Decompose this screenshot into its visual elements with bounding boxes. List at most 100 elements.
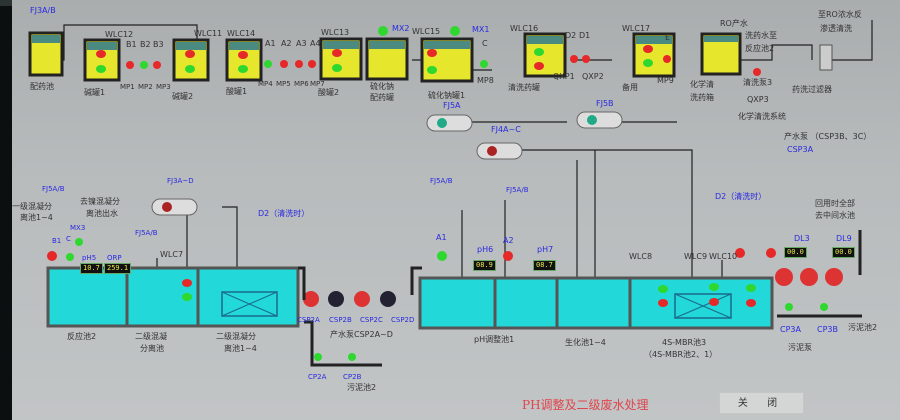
ph-pool-label: pH调整池1 <box>474 335 515 344</box>
na-peiyao-label-1: 硫化钠 <box>370 82 394 91</box>
mp6-label: MP6 <box>294 80 309 88</box>
valve-lamps-b <box>126 61 161 69</box>
mx1-label: MX1 <box>472 25 490 34</box>
dl3-label: DL3 <box>794 234 810 243</box>
wlc7-label: WLC7 <box>160 250 184 259</box>
reuse-label-2: 去中间水池 <box>815 211 855 220</box>
mp1-label: MP1 <box>120 83 135 91</box>
fj5ab-label-2: FJ5A/B <box>135 229 158 237</box>
bio-label: 生化池1~4 <box>565 338 606 347</box>
scada-screen: FJ3A/B 配药池 WLC12 B1 B2 B3 MP1 MP2 MP3 WL… <box>12 0 900 420</box>
dl3-readout: 00.0 <box>784 247 807 258</box>
mp5-label: MP5 <box>276 80 291 88</box>
mp7-label: MP7 <box>310 80 325 88</box>
a1-label: A1 <box>436 233 447 242</box>
dl9-label: DL9 <box>836 234 852 243</box>
erji2-label-2: 离池1~4 <box>224 344 257 353</box>
orp-readout: 259.1 <box>104 263 132 274</box>
qunie-label-1: 去镍混凝分 <box>80 197 120 206</box>
pool-lamps <box>47 238 776 307</box>
wlc13-label: WLC13 <box>321 28 350 37</box>
screen-title: PH调整及二级废水处理 <box>522 398 649 412</box>
jian-tank-1 <box>83 38 121 82</box>
peiyao-tank <box>28 31 64 77</box>
pipes <box>58 20 873 318</box>
ph6-label: pH6 <box>477 245 494 254</box>
ro-label-1: RO产水 <box>720 19 748 28</box>
na-peiyao-label-2: 配药罐 <box>370 93 394 102</box>
ph7-label: pH7 <box>537 245 554 254</box>
fj5ab-label-4: FJ5A/B <box>506 186 529 194</box>
chem-system-label: 化学清洗系统 <box>738 112 786 121</box>
cp2a-label: CP2A <box>308 373 327 381</box>
fj3ad-label: FJ3A~D <box>167 177 194 185</box>
beiyong-tank <box>632 32 676 78</box>
ph5-readout: 10.7 <box>80 263 103 274</box>
ro-conc-label-2: 渗透清洗 <box>820 24 852 33</box>
wlc9-label: WLC9 <box>684 252 708 261</box>
pump3-label: 清洗泵3 <box>743 78 773 87</box>
mp2-label: MP2 <box>138 83 153 91</box>
fj3-label: FJ3A/B <box>30 6 56 15</box>
fj5a-label: FJ5A <box>443 101 461 110</box>
d2-wash-label: D2（清洗时） <box>258 209 310 218</box>
a4-label: A4 <box>310 39 321 48</box>
mx2-label: MX2 <box>392 24 410 33</box>
mbr-label-1: 4S-MBR池3 <box>662 338 707 347</box>
a1-label: A1 <box>265 39 276 48</box>
erji2-label-1: 二级混凝分 <box>216 332 256 341</box>
wlc16-label: WLC16 <box>510 24 539 33</box>
suan1-label: 酸罐1 <box>226 87 248 96</box>
mp9-label: MP9 <box>657 76 674 85</box>
c-label: C <box>66 235 71 243</box>
d2-label: D2 <box>565 31 577 40</box>
ph6-readout: 08.9 <box>473 260 496 271</box>
wlc12-label: WLC12 <box>105 30 134 39</box>
csp-label: 产水泵CSP2A~D <box>330 330 393 339</box>
qingxi-label: 清洗药罐 <box>508 83 540 92</box>
csp3a-label: CSP3A <box>787 145 814 154</box>
qingxi-tank <box>523 32 567 78</box>
qunie-label-2: 离池出水 <box>86 209 118 218</box>
a2-label: A2 <box>281 39 292 48</box>
jian2-label: 碱罐2 <box>172 92 194 101</box>
na-peiyao-tank <box>365 37 409 81</box>
na-tank-label: 硫化钠罐1 <box>428 91 466 100</box>
ph7-readout: 08.7 <box>533 260 556 271</box>
erji-label-2: 分离池 <box>140 344 164 353</box>
orp-label: ORP <box>107 254 122 262</box>
dl9-readout: 00.0 <box>832 247 855 258</box>
close-button[interactable]: 关 闭 <box>719 392 804 414</box>
a2-label: A2 <box>503 236 514 245</box>
beiyong-label: 备用 <box>622 83 638 92</box>
valve-lamps-a <box>264 60 316 68</box>
wlc10-label: WLC10 <box>709 252 738 261</box>
csp2c-label: CSP2C <box>360 316 383 324</box>
chem-box-label-1: 化学清 <box>690 80 714 89</box>
qxp1-label: QXP1 <box>553 72 575 81</box>
erji-label-1: 二级混凝 <box>135 332 167 341</box>
d2-wash-label-2: D2（清洗时） <box>715 192 767 201</box>
blowers <box>151 111 623 216</box>
wlc11-label: WLC11 <box>194 29 223 38</box>
ro-conc-label-1: 至RO浓水反 <box>818 10 862 19</box>
ro-label-2: 洗药水至 <box>745 31 777 40</box>
filter-icon <box>819 44 833 71</box>
suan2-label: 酸罐2 <box>318 88 340 97</box>
suan-tank-1 <box>225 38 263 82</box>
wuni2-label: 污泥池2 <box>347 383 377 392</box>
fanying-label: 反应池2 <box>67 332 97 341</box>
csp2b-label: CSP2B <box>329 316 352 324</box>
suan-tank-2 <box>319 37 363 81</box>
wlc14-label: WLC14 <box>227 29 256 38</box>
pumps <box>303 268 843 361</box>
b1-label: B1 <box>126 40 137 49</box>
sludge-pump-label: 污泥泵 <box>788 343 812 352</box>
jian1-label: 碱罐1 <box>84 88 106 97</box>
yiji-label-2: 离池1~4 <box>20 213 53 222</box>
a3-label: A3 <box>296 39 307 48</box>
b3-label: B3 <box>153 40 164 49</box>
ro-label-3: 反应池2 <box>745 44 775 53</box>
filter-label: 药洗过滤器 <box>792 85 832 94</box>
process-diagram <box>28 20 873 367</box>
